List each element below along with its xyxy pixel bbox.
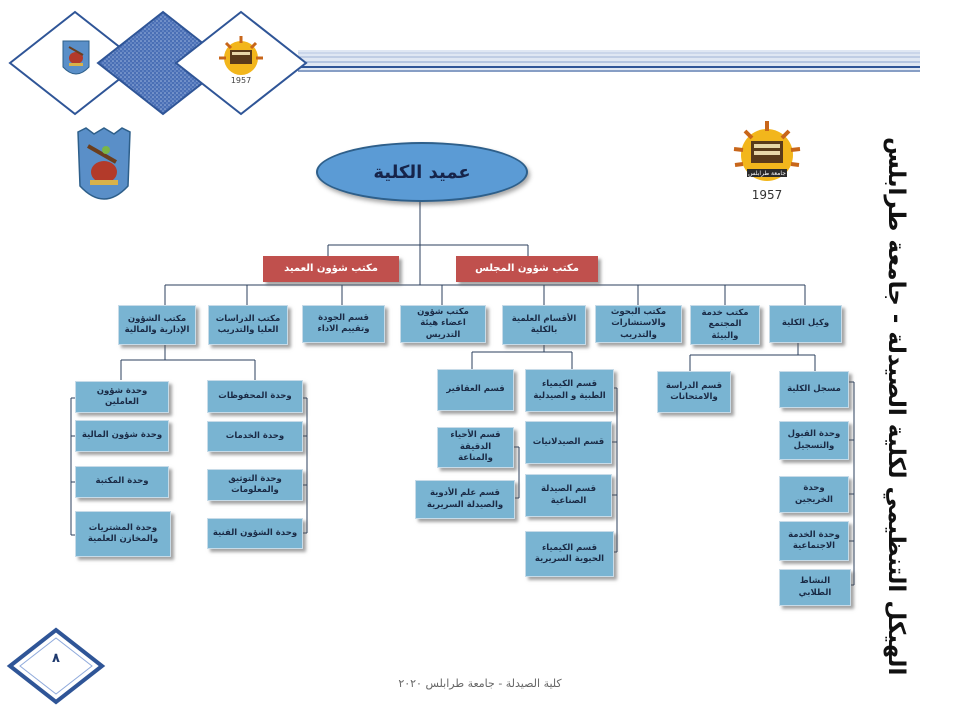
dept-left-0: قسم العقاقير (437, 369, 514, 411)
node-community-office: مكتب خدمة المجتمع والبيئة (690, 305, 760, 345)
admin-right-2: وحدة التوثيق والمعلومات (207, 469, 303, 501)
node-quality: قسم الجودة وتقييم الاداء (302, 305, 385, 343)
admin-left-3: وحدة المشتريات والمخازن العلمية (75, 511, 171, 557)
dept-left-1: قسم الأحياء الدقيقة والمناعة (437, 427, 514, 468)
university-caption: جامعة طرابلس (748, 170, 786, 177)
page-number: ٨ (52, 651, 60, 666)
year-label: 1957 (752, 188, 783, 202)
dept-right-3: قسم الكيمياء الحيوية السريرية (525, 531, 614, 577)
unit-vice-dean-0: مسجل الكلية (779, 371, 849, 408)
node-admin-finance: مكتب الشؤون الإدارية والمالية (118, 305, 196, 345)
office-dean-affairs: مكتب شؤون العميد (263, 256, 399, 282)
node-graduate-studies: مكتب الدراسات العليا والتدريب (208, 305, 288, 345)
admin-left-1: وحدة شؤون المالية (75, 420, 169, 452)
admin-right-0: وحدة المحفوظات (207, 380, 303, 413)
admin-left-0: وحدة شؤون العاملين (75, 381, 169, 413)
admin-right-1: وحدة الخدمات (207, 421, 303, 452)
dept-left-2: قسم علم الأدوية والصيدلة السريرية (415, 480, 515, 519)
office-council-affairs: مكتب شؤون المجلس (456, 256, 598, 282)
footer-diamond (6, 627, 106, 705)
footer-text: كلية الصيدلة - جامعة طرابلس ٢٠٢٠ (398, 677, 562, 690)
university-sun-logo-small: 1957 (219, 36, 263, 85)
dean-node: عميد الكلية (316, 142, 528, 202)
node-study-exams: قسم الدراسة والامتحانات (657, 371, 731, 413)
admin-left-2: وحدة المكتبة (75, 466, 169, 498)
node-research-office: مكتب البحوث والاستشارات والتدريب (595, 305, 682, 343)
node-vice-dean: وكيل الكلية (769, 305, 842, 343)
chart-title: الهيكل التنظيمي لكلية الصيدلة - جامعة طر… (868, 137, 924, 675)
admin-right-3: وحدة الشؤون الفنية (207, 518, 303, 549)
dept-right-2: قسم الصيدلة الصناعية (525, 474, 612, 517)
university-sun-logo: جامعة طرابلس 1957 (733, 121, 801, 202)
dept-right-1: قسم الصيدلانيات (525, 421, 612, 464)
node-departments: الأقسام العلمية بالكلية (502, 305, 586, 345)
unit-vice-dean-3: وحدة الخدمة الاجتماعية (779, 521, 849, 561)
connector-lines (70, 197, 855, 586)
unit-vice-dean-2: وحدة الخريجين (779, 476, 849, 513)
header-band (298, 50, 920, 72)
chart-title-text: الهيكل التنظيمي لكلية الصيدلة - جامعة طر… (883, 136, 909, 676)
unit-vice-dean-4: النشاط الطلابي (779, 569, 851, 606)
unit-vice-dean-1: وحدة القبول والتسجيل (779, 421, 849, 460)
node-faculty-affairs: مكتب شؤون اعضاء هيئة التدريس (400, 305, 486, 343)
pharmacy-shield-logo-small (62, 40, 90, 75)
dept-right-0: قسم الكيمياء الطبية و الصيدلية (525, 369, 614, 412)
pharmacy-shield-logo (77, 127, 131, 200)
year-label-small: 1957 (231, 76, 251, 85)
